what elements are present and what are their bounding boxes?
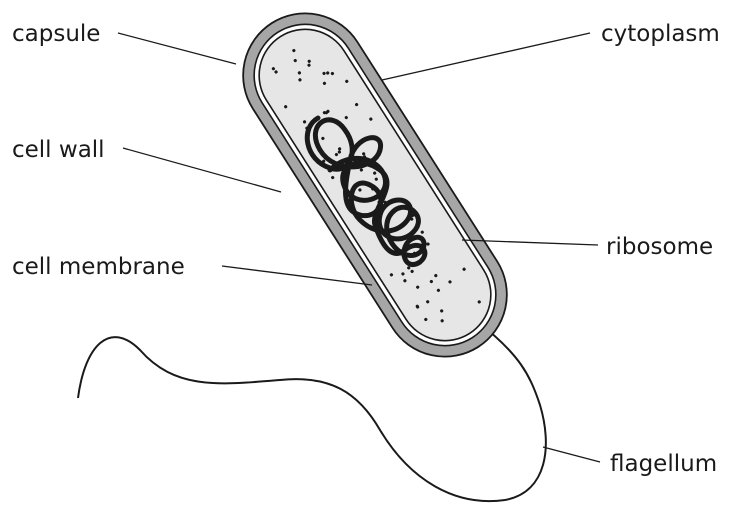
cytoplasm-leader: [382, 33, 590, 80]
label-cell-wall: cell wall: [12, 137, 105, 163]
label-cell-membrane: cell membrane: [12, 254, 185, 280]
label-cytoplasm: cytoplasm: [601, 21, 720, 47]
label-capsule: capsule: [12, 21, 100, 47]
cell-membrane-layer: [242, 12, 509, 358]
cell-wall-leader: [123, 148, 281, 192]
capsule-leader: [118, 33, 236, 64]
label-ribosome: ribosome: [606, 234, 713, 260]
flagellum-leader: [543, 447, 600, 462]
cell-membrane-leader: [222, 266, 372, 285]
label-flagellum: flagellum: [610, 451, 717, 477]
